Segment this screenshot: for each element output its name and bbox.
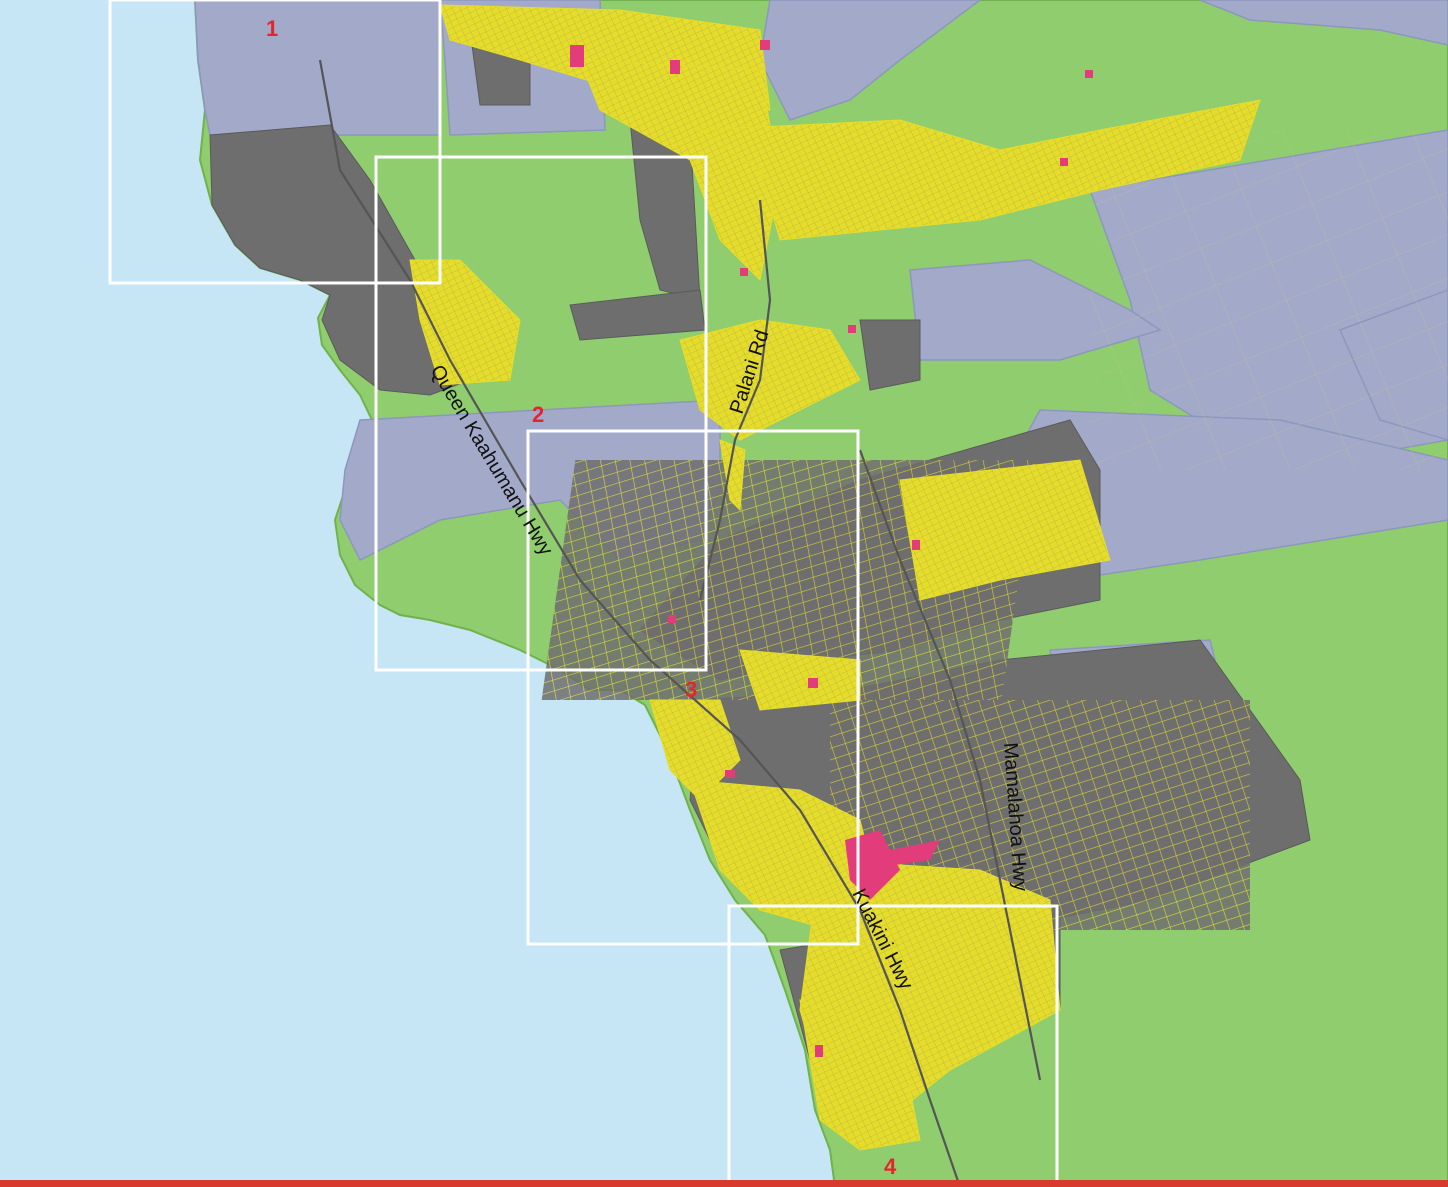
inset-frame-2[interactable] <box>374 155 708 672</box>
inset-frame-3[interactable] <box>526 429 860 946</box>
highways <box>318 59 1042 1187</box>
frame-label-1: 1 <box>266 16 278 41</box>
inset-frames <box>108 0 1059 1187</box>
inset-frame-1[interactable] <box>108 0 442 285</box>
bottom-bar <box>0 1180 1448 1187</box>
frame-label-3: 3 <box>685 677 697 702</box>
agricultural-parcel-lines <box>1090 130 1448 470</box>
frame-label-4: 4 <box>884 1154 897 1179</box>
frame-label-2: 2 <box>532 402 544 427</box>
inset-frame-4[interactable] <box>727 904 1059 1187</box>
